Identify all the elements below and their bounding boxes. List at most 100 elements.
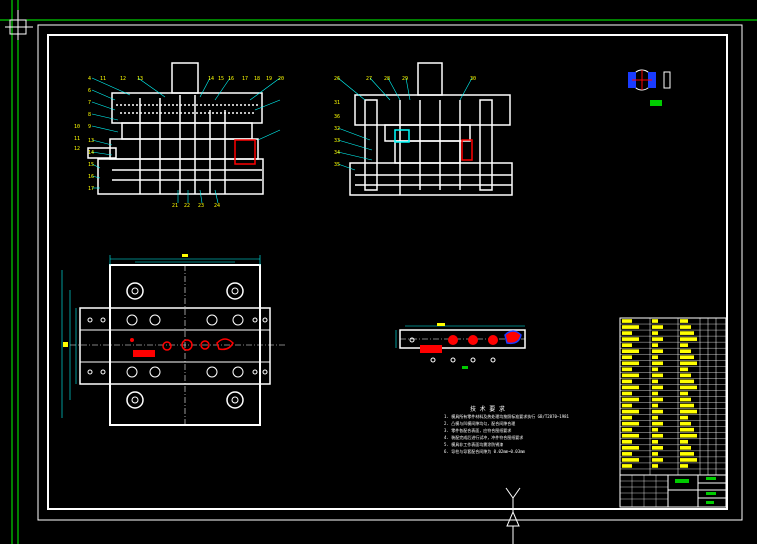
svg-text:9: 9 bbox=[88, 124, 91, 130]
bom-cell-text bbox=[622, 452, 632, 456]
bom-cell-text bbox=[680, 319, 688, 323]
bom-cell-text bbox=[680, 379, 694, 384]
tech-requirements-title: 技 术 要 求 bbox=[470, 405, 505, 413]
svg-text:32: 32 bbox=[334, 126, 340, 132]
svg-text:10: 10 bbox=[74, 124, 80, 130]
svg-text:5. 模具非工作表面均需涂防锈漆: 5. 模具非工作表面均需涂防锈漆 bbox=[444, 441, 503, 447]
bom-cell-text bbox=[652, 343, 658, 347]
bom-cell-text bbox=[652, 421, 663, 426]
front-view[interactable] bbox=[87, 62, 264, 195]
svg-text:4. 装配完成后进行试冲，冲件符合图纸要求: 4. 装配完成后进行试冲，冲件符合图纸要求 bbox=[444, 434, 523, 440]
svg-text:30: 30 bbox=[470, 76, 476, 82]
sheet-inner-border bbox=[47, 34, 728, 510]
bom-cell-text bbox=[680, 439, 688, 444]
plan-view[interactable] bbox=[70, 264, 285, 426]
svg-text:3. 零件各配合表面，应符合图纸要求: 3. 零件各配合表面，应符合图纸要求 bbox=[444, 427, 511, 433]
bom-cell-text bbox=[680, 355, 694, 360]
svg-text:7: 7 bbox=[88, 100, 91, 106]
svg-text:21: 21 bbox=[172, 203, 178, 209]
front-view-leaders bbox=[91, 77, 281, 204]
svg-text:2. 凸模与凹模间隙均匀，配合间隙合理: 2. 凸模与凹模间隙均匀，配合间隙合理 bbox=[444, 420, 515, 426]
bom-cell-text bbox=[652, 458, 663, 462]
bom-cell-text bbox=[680, 367, 688, 372]
ucs-icon bbox=[505, 487, 521, 544]
bom-cell-text bbox=[680, 452, 694, 456]
bom-cell-text bbox=[622, 337, 639, 341]
svg-text:33: 33 bbox=[334, 138, 340, 144]
svg-text:35: 35 bbox=[334, 162, 340, 168]
crosshair-cursor-icon bbox=[5, 10, 33, 40]
bom-cell-text bbox=[622, 379, 632, 384]
bom-cell-text bbox=[652, 397, 663, 402]
svg-text:24: 24 bbox=[214, 203, 220, 209]
bom-cell-text bbox=[652, 452, 658, 456]
bom-cell-text bbox=[652, 367, 658, 372]
side-view[interactable] bbox=[349, 62, 513, 196]
svg-text:26: 26 bbox=[334, 76, 340, 82]
svg-text:6: 6 bbox=[88, 88, 91, 94]
bom-cell-text bbox=[652, 319, 658, 323]
bom-cell-text bbox=[622, 439, 632, 444]
bom-cell-text bbox=[622, 373, 639, 378]
svg-text:13: 13 bbox=[137, 76, 143, 82]
tech-requirements: 技 术 要 求 1. 模具所有零件材料及热处理均按照标准要求执行 GB/T287… bbox=[444, 405, 570, 454]
svg-text:11: 11 bbox=[74, 136, 80, 142]
bom-table[interactable] bbox=[619, 317, 727, 476]
bom-cell-text bbox=[680, 421, 691, 426]
bom-cell-text bbox=[680, 464, 688, 468]
svg-text:18: 18 bbox=[254, 76, 260, 82]
strip-layout[interactable] bbox=[395, 323, 526, 369]
svg-text:31: 31 bbox=[334, 100, 340, 106]
bom-cell-text bbox=[652, 349, 663, 354]
bom-cell-text bbox=[622, 361, 639, 366]
bom-cell-text bbox=[652, 464, 658, 468]
svg-text:4: 4 bbox=[88, 76, 91, 82]
bom-cell-text bbox=[652, 385, 663, 390]
bom-cell-text bbox=[622, 355, 632, 360]
svg-text:19: 19 bbox=[266, 76, 272, 82]
bom-cell-text bbox=[652, 355, 658, 360]
bom-cell-text bbox=[652, 409, 663, 414]
bom-cell-text bbox=[622, 319, 632, 323]
bom-cell-text bbox=[680, 337, 697, 341]
svg-text:29: 29 bbox=[402, 76, 408, 82]
svg-text:11: 11 bbox=[100, 76, 106, 82]
bom-cell-text bbox=[622, 391, 632, 396]
part-preview[interactable] bbox=[628, 69, 671, 106]
bom-cell-text bbox=[622, 433, 639, 438]
bom-cell-text bbox=[622, 343, 632, 347]
bom-cell-text bbox=[680, 385, 697, 390]
bom-cell-text bbox=[652, 427, 658, 432]
side-view-balloons: 26 27 28 29 30 31 32 33 34 35 36 bbox=[334, 76, 476, 168]
side-view-leaders bbox=[337, 77, 473, 171]
svg-text:20: 20 bbox=[278, 76, 284, 82]
bom-cell-text bbox=[652, 433, 663, 438]
svg-text:6. 导柱与导套配合间隙为 0.02mm~0.03mm: 6. 导柱与导套配合间隙为 0.02mm~0.03mm bbox=[444, 448, 526, 454]
bom-cell-text bbox=[680, 427, 694, 432]
bom-cell-text bbox=[680, 403, 694, 408]
bom-cell-text bbox=[680, 373, 691, 378]
title-block[interactable] bbox=[619, 474, 727, 508]
bom-cell-text bbox=[680, 397, 691, 402]
bom-cell-text bbox=[652, 439, 658, 444]
bom-cell-text bbox=[622, 325, 639, 329]
bom-cell-text bbox=[622, 397, 639, 402]
bom-cell-text bbox=[680, 458, 697, 462]
bom-cell-text bbox=[680, 331, 694, 335]
plan-view-dim-text bbox=[63, 254, 239, 426]
bom-cell-text bbox=[652, 446, 663, 450]
bom-cell-text bbox=[680, 446, 691, 450]
bom-cell-text bbox=[622, 385, 639, 390]
bom-cell-text bbox=[622, 349, 639, 354]
bom-cell-text bbox=[680, 325, 691, 329]
bom-cell-text bbox=[652, 373, 663, 378]
bom-cell-text bbox=[622, 421, 639, 426]
svg-text:34: 34 bbox=[334, 150, 340, 156]
svg-text:14: 14 bbox=[208, 76, 214, 82]
bom-cell-text bbox=[652, 415, 658, 420]
svg-text:12: 12 bbox=[120, 76, 126, 82]
svg-text:17: 17 bbox=[88, 186, 94, 192]
bom-cell-text bbox=[622, 427, 632, 432]
svg-text:27: 27 bbox=[366, 76, 372, 82]
